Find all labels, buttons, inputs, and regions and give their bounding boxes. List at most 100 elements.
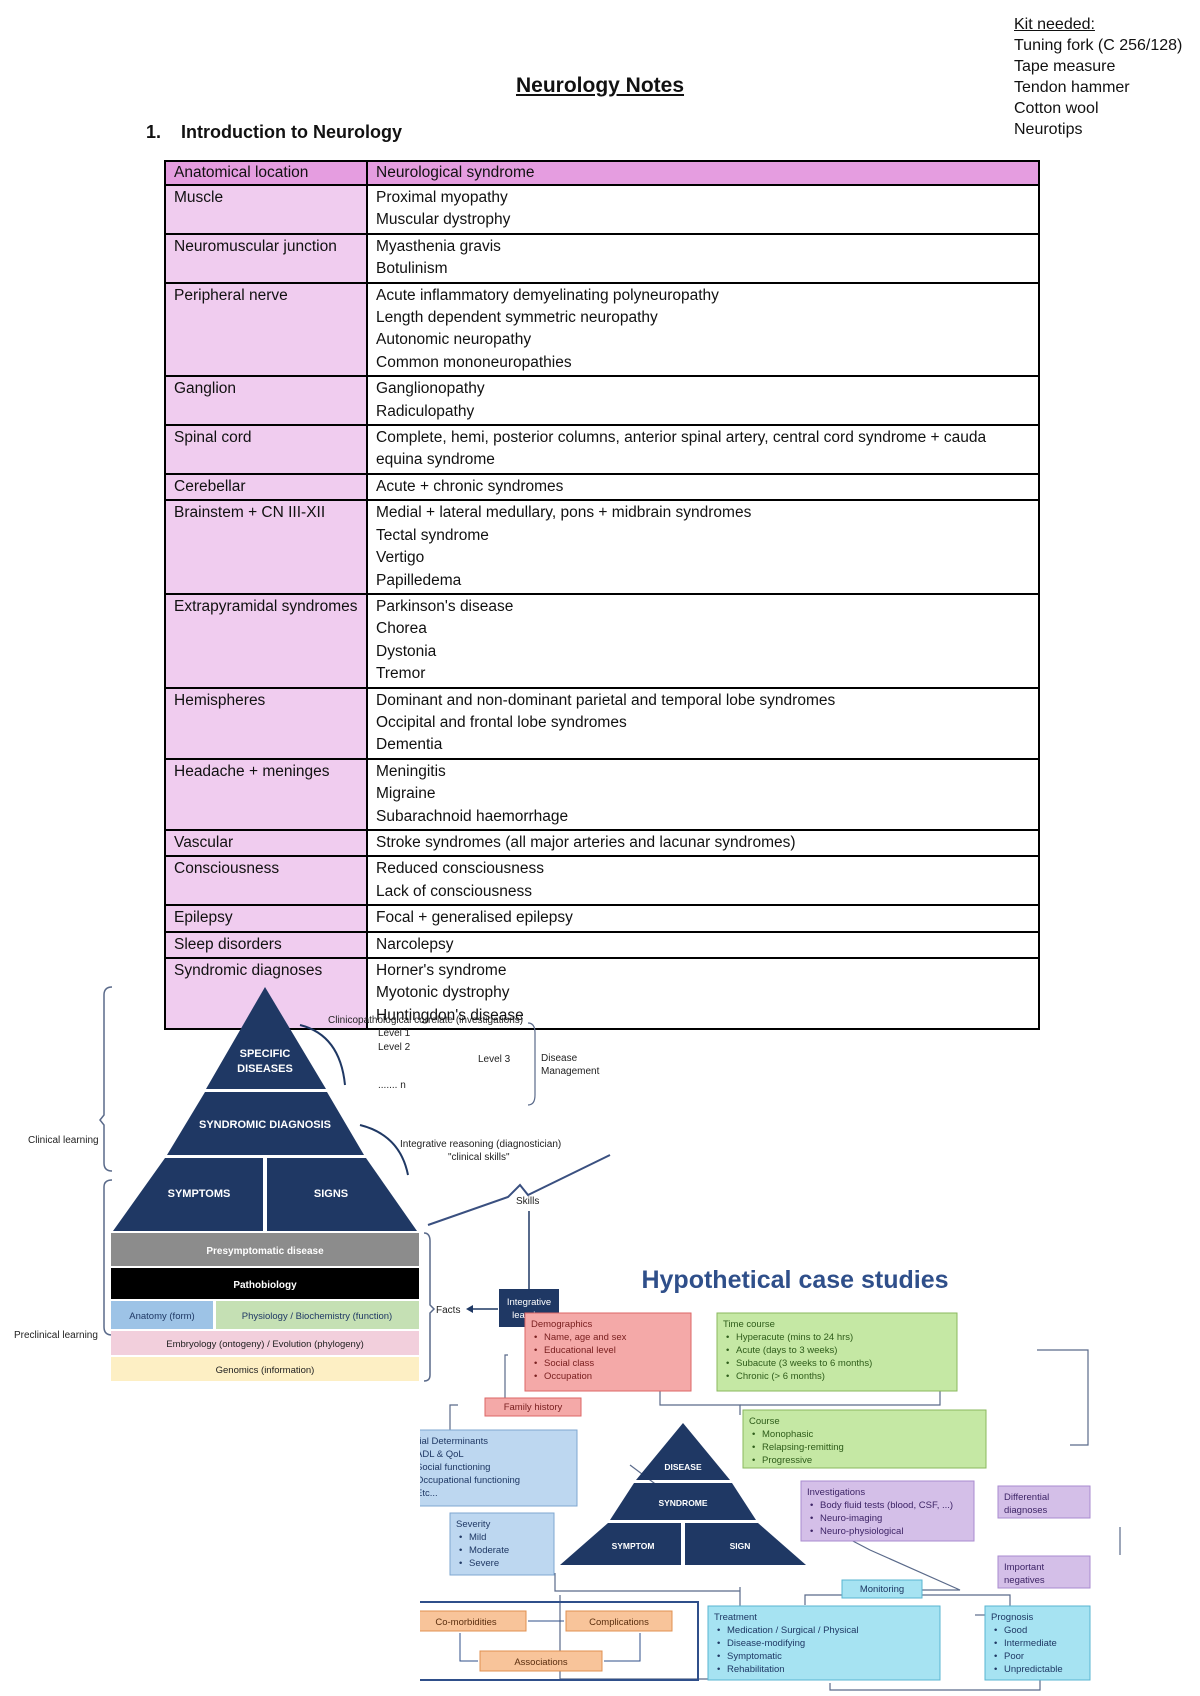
anatomical-location-cell: Ganglion — [164, 375, 368, 427]
physiology-block — [216, 1301, 419, 1329]
list-item: Mild — [469, 1532, 486, 1543]
presymptomatic-label: Presymptomatic disease — [206, 1246, 324, 1257]
pathobiology-block — [111, 1268, 419, 1299]
bullet-icon: • — [459, 1545, 462, 1556]
anatomical-location-cell: Spinal cord — [164, 424, 368, 475]
syndrome-line: Muscular dystrophy — [376, 211, 511, 229]
list-item: Monophasic — [762, 1429, 813, 1440]
list-item: Etc... — [420, 1488, 438, 1499]
syndrome-line: Narcolepsy — [376, 935, 454, 953]
anatomy-block — [111, 1301, 213, 1329]
section-name: Introduction to Neurology — [181, 122, 403, 142]
case-studies-diagram: Hypothetical case studies Demographics •… — [420, 1266, 1121, 1691]
severity-box — [449, 1512, 555, 1576]
demographics-title: Demographics — [531, 1319, 592, 1330]
diseases-label: DISEASES — [237, 1063, 293, 1075]
neurology-table: Anatomical location Neurological syndrom… — [164, 160, 1040, 1031]
section-number: 1. — [146, 122, 162, 142]
time-course-title: Time course — [723, 1319, 775, 1330]
syndromic-label: SYNDROMIC DIAGNOSIS — [199, 1119, 331, 1131]
bullet-icon: • — [726, 1371, 729, 1382]
symptom-tier — [560, 1523, 681, 1565]
case-studies-title: Hypothetical case studies — [641, 1266, 948, 1294]
syndrome-line: Vertigo — [376, 549, 425, 567]
integrative-learning-label: Integrative — [507, 1297, 551, 1308]
kit-list: Kit needed: Tuning fork (C 256/128) Tape… — [1014, 14, 1182, 140]
syndrome-line: Subarachnoid haemorrhage — [376, 807, 569, 825]
syndrome-line: Proximal myopathy — [376, 189, 508, 206]
differential-box — [997, 1485, 1091, 1519]
prognosis-title: Prognosis — [991, 1612, 1033, 1623]
bullet-icon: • — [752, 1442, 755, 1453]
bullet-icon: • — [717, 1651, 720, 1662]
embryology-label: Embryology (ontogeny) / Evolution (phylo… — [166, 1339, 364, 1350]
syndromic-tier — [167, 1092, 364, 1155]
page-title: Neurology Notes — [515, 74, 685, 97]
negatives-label: Important — [1004, 1562, 1044, 1573]
kit-item: Tuning fork (C 256/128) — [1014, 37, 1183, 54]
column-header: Anatomical location — [164, 160, 368, 186]
differential-label: diagnoses — [1004, 1505, 1048, 1516]
bullet-icon: • — [726, 1345, 729, 1356]
list-item: Social class — [544, 1358, 594, 1369]
syndrome-line: Myasthenia gravis — [376, 237, 501, 255]
associations-box — [479, 1650, 603, 1672]
list-item: Progressive — [762, 1455, 812, 1466]
kit-item: Cotton wool — [1014, 100, 1099, 117]
bullet-icon: • — [752, 1429, 755, 1440]
bullet-icon: • — [717, 1625, 720, 1636]
anatomy-label: Anatomy (form) — [129, 1311, 194, 1322]
comorbidities-label: Co-morbidities — [435, 1617, 496, 1628]
syndrome-line: Medial + lateral medullary, pons + midbr… — [376, 504, 752, 522]
anatomical-location-cell: Cerebellar — [164, 472, 368, 502]
disease-mgmt-label: Disease — [541, 1053, 578, 1064]
sign-label: SIGN — [730, 1541, 751, 1551]
kit-item: Tape measure — [1014, 58, 1116, 75]
column-header: Neurological syndrome — [366, 160, 1040, 186]
specific-label: SPECIFIC — [240, 1048, 291, 1060]
list-item: Occupational functioning — [420, 1475, 520, 1486]
syndrome-line: Horner's syndrome — [376, 962, 507, 979]
facts-label: Facts — [436, 1305, 460, 1316]
level2-label: Level 2 — [378, 1042, 411, 1053]
course-box — [742, 1409, 987, 1469]
physiology-label: Physiology / Biochemistry (function) — [242, 1311, 392, 1322]
associations-label: Associations — [514, 1657, 568, 1668]
bullet-icon: • — [994, 1651, 997, 1662]
embryology-block — [111, 1331, 419, 1355]
syndrome-cell: Complete, hemi, posterior columns, anter… — [366, 424, 1040, 475]
syndrome-line: Meningitis — [376, 762, 446, 780]
disease-tier — [636, 1423, 730, 1480]
bullet-icon: • — [534, 1345, 537, 1356]
bullet-icon: • — [717, 1638, 720, 1649]
bullet-icon: • — [994, 1664, 997, 1675]
pathobiology-label: Pathobiology — [233, 1280, 297, 1291]
bullet-icon: • — [534, 1371, 537, 1382]
syndrome-line: Botulinism — [376, 260, 448, 278]
disease-label: DISEASE — [664, 1462, 702, 1472]
learning-pyramid-diagram: Clinical learning Preclinical learning S… — [14, 986, 611, 1382]
time-course-box — [716, 1312, 958, 1392]
signs-label: SIGNS — [314, 1188, 348, 1200]
syndrome-line: Stroke syndromes (all major arteries and… — [376, 833, 796, 851]
bullet-icon: • — [534, 1358, 537, 1369]
list-item: Body fluid tests (blood, CSF, ...) — [820, 1500, 953, 1511]
comorbidities-frame — [420, 1601, 699, 1681]
syndrome-cell: Narcolepsy — [366, 930, 1040, 960]
prognosis-box — [984, 1605, 1091, 1681]
syndrome-cell: Dominant and non-dominant parietal and t… — [366, 686, 1040, 760]
comorbidity-links — [459, 1620, 641, 1662]
anatomical-location-cell: Neuromuscular junction — [164, 232, 368, 284]
monitoring-box — [841, 1579, 923, 1599]
comorbidities-box — [420, 1610, 527, 1632]
